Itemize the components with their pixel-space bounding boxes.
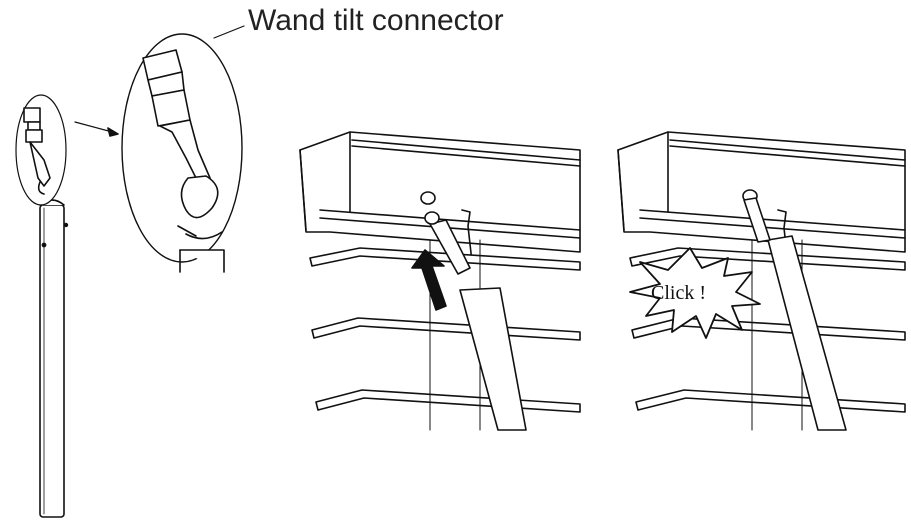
- small-connector-detail: [15, 94, 67, 206]
- click-label: Click !: [651, 282, 706, 304]
- zoom-arrow: [74, 121, 119, 137]
- wand-pole: [39, 199, 69, 518]
- blind-scene-click: [617, 131, 906, 431]
- click-burst: [629, 247, 761, 339]
- connector-callout: [121, 25, 245, 273]
- blind-scene-insert: [299, 131, 581, 431]
- callout-title: Wand tilt connector: [248, 4, 504, 37]
